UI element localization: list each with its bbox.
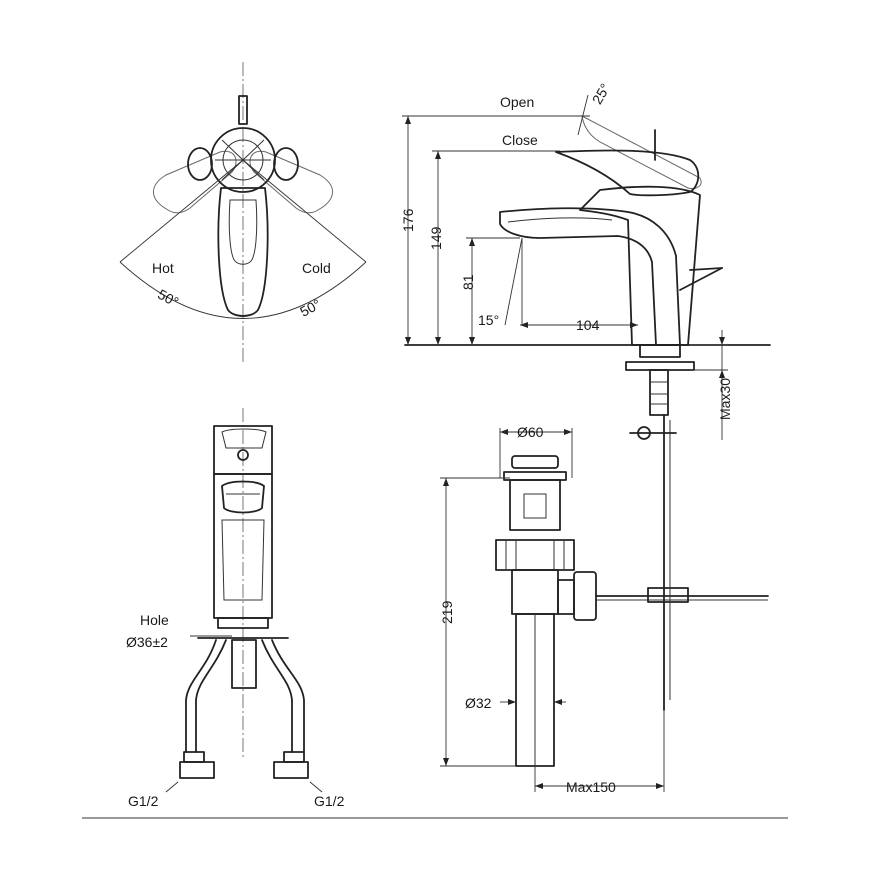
waste-pipe-label: Ø32 [465, 695, 492, 711]
reach-label: 104 [576, 317, 600, 333]
deck-max-label: Max30 [717, 378, 733, 420]
top-view: Hot Cold 50° 50° [119, 62, 367, 365]
inlet-left-label: G1/2 [128, 793, 159, 809]
hot-label: Hot [152, 260, 174, 276]
height-spout-label: 81 [460, 274, 476, 290]
front-view: G1/2 G1/2 Hole Ø36±2 [126, 408, 345, 809]
angle-right-label: 50° [297, 296, 323, 320]
waste-view: Ø60 219 Ø32 [439, 414, 769, 795]
waste-offset-label: Max150 [566, 779, 616, 795]
side-view: 176 149 81 104 15° Open Close 25° [400, 81, 771, 440]
height-lever-label: 149 [428, 226, 444, 250]
angle-left-label: 50° [155, 286, 181, 310]
tilt-label: 25° [589, 81, 613, 107]
height-total-label: 176 [400, 208, 416, 232]
inlet-right-label: G1/2 [314, 793, 345, 809]
open-label: Open [500, 94, 534, 110]
close-label: Close [502, 132, 538, 148]
waste-length-label: 219 [439, 600, 455, 624]
hole-title-label: Hole [140, 612, 169, 628]
waste-head-label: Ø60 [517, 424, 544, 440]
spout-angle-label: 15° [478, 312, 499, 328]
cold-label: Cold [302, 260, 331, 276]
hole-size-label: Ø36±2 [126, 634, 168, 650]
